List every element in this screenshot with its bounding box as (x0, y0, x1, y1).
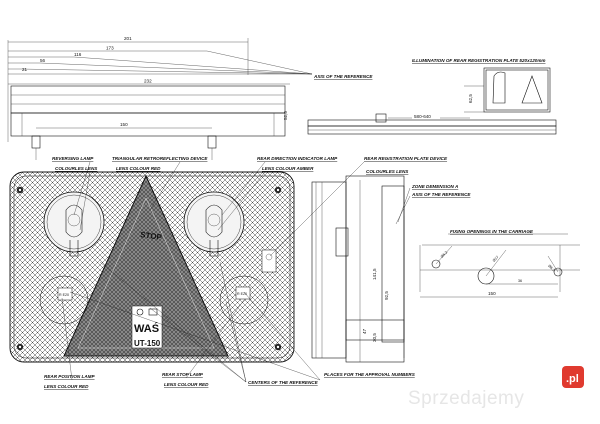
front-view: STOP R E20 R E20 (9, 161, 365, 383)
was-logo-text: WAŚ (134, 322, 159, 335)
dim-47: 47 (362, 328, 367, 334)
dim-201: 201 (124, 36, 132, 41)
watermark-text: Sprzedajemy (408, 388, 524, 409)
label-stop-lamp: REAR STOP LAMP (162, 372, 204, 377)
plate-view: ILLUMINATION OF REAR REGISTRATION PLATE … (307, 58, 557, 135)
stop-lamp: R E20 (219, 275, 269, 325)
label-triangular-device: TRIANGULAR RETROREFLECTING DEVICE (112, 156, 208, 161)
dim-fix-150: 150 (488, 291, 496, 296)
callout-labels: REVERSING LAMP COLOURLES LENS TRIANGULAR… (44, 156, 471, 389)
label-approval-numbers: PLACES FOR THE APPROVAL NUMBERS (324, 372, 416, 377)
axis-reference-label-top: AXIS OF THE REFERENCE (313, 74, 373, 79)
dim-fix-36: 36 (518, 279, 522, 283)
model-text: UT-150 (134, 339, 161, 348)
stop-text: STOP (140, 230, 163, 242)
plate-illumination-title: ILLUMINATION OF REAR REGISTRATION PLATE … (412, 58, 546, 63)
dim-150-top: 150 (120, 122, 128, 127)
label-triangular-lens: LENS COLOUR RED (116, 166, 161, 171)
mounting-screws (16, 186, 282, 351)
label-axis-reference-side: AXIS OF THE REFERENCE (411, 192, 471, 197)
dim-52-5: 52,5 (283, 111, 288, 120)
dim-fix-hole-center: Ø17 (492, 255, 500, 263)
approval-mark-left: R E20 (59, 293, 69, 297)
label-centers-reference: CENTERS OF THE REFERENCE (248, 380, 319, 385)
label-position-lens: LENS COLOUR RED (44, 384, 89, 389)
dim-fix-hole-left: Ø6,2 (440, 250, 448, 258)
dim-580-640: 580-640 (414, 114, 431, 119)
top-view: 201 173 116 56 21 AXIS OF THE REFERENCE … (7, 36, 373, 160)
label-direction-indicator: REAR DIRECTION INDICATOR LAMP (257, 156, 338, 161)
watermark-badge (562, 366, 584, 388)
fixing-openings-view: FIXING OPENINGS IN THE CARRIAGE Ø6,2 Ø17… (419, 229, 580, 298)
dim-232: 232 (144, 79, 152, 84)
label-reversing-lamp: REVERSING LAMP (52, 156, 94, 161)
plate-lamp-window (261, 249, 277, 273)
dim-92-5: 92,5 (384, 291, 389, 300)
label-stop-lens: LENS COLOUR RED (164, 382, 209, 387)
watermark-badge-text: .pl (566, 373, 579, 385)
label-position-lamp: REAR POSITION LAMP (44, 374, 95, 379)
dim-173: 173 (106, 46, 114, 51)
dim-56: 56 (40, 58, 46, 63)
dim-141-5: 141,5 (372, 268, 377, 280)
position-lamp: R E20 (39, 275, 89, 325)
dim-116: 116 (74, 52, 82, 57)
label-reversing-lens: COLOURLES LENS (55, 166, 98, 171)
dim-fix-hole-right: Ø6,2 (547, 264, 555, 272)
label-plate-device: REAR REGISTRATION PLATE DEVICE (364, 156, 448, 161)
fixing-openings-label: FIXING OPENINGS IN THE CARRIAGE (450, 229, 534, 234)
direction-indicator-lamp (183, 191, 245, 257)
dim-21: 21 (22, 67, 28, 72)
approval-mark-right: R E20 (237, 292, 247, 296)
label-direction-lens: LENS COLOUR AMBER (262, 166, 314, 171)
reversing-lamp (43, 191, 105, 257)
side-view: 141,5 92,5 47 30,5 (311, 175, 411, 363)
watermark: Sprzedajemy .pl (408, 366, 584, 409)
dim-30-5: 30,5 (372, 333, 377, 342)
label-zone: ZONE DEMENSION A (411, 184, 458, 189)
label-plate-lens: COLOURLES LENS (366, 169, 409, 174)
dim-62-5: 62,5 (468, 94, 473, 103)
